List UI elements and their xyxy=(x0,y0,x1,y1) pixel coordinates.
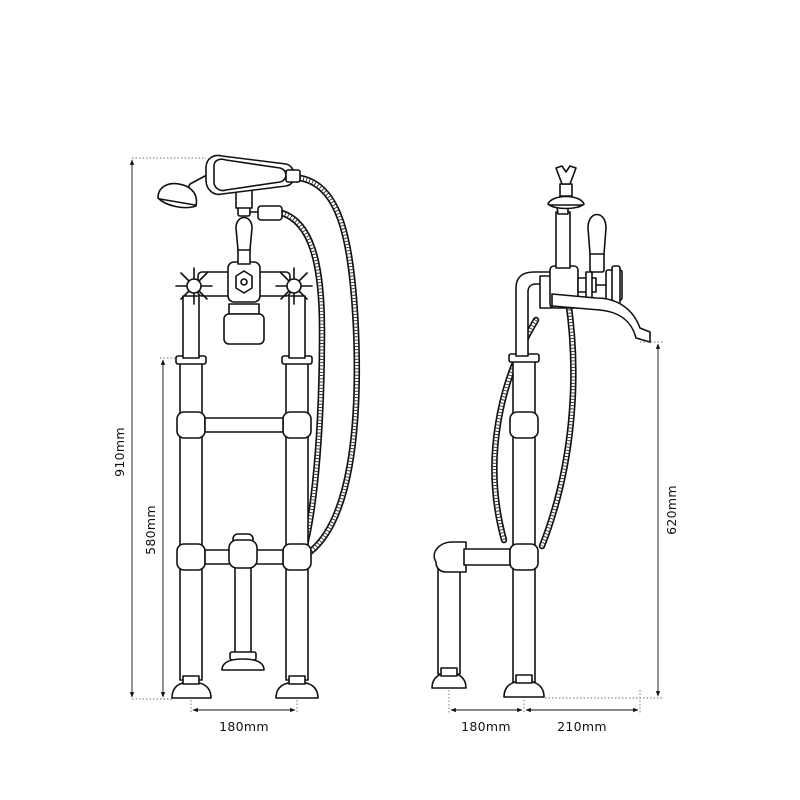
front-left-cross-handle-icon xyxy=(175,267,213,305)
front-stand-height-label: 580mm xyxy=(143,505,158,555)
side-spout-height-label: 620mm xyxy=(664,485,679,535)
side-main-stand xyxy=(503,353,545,698)
side-spout xyxy=(551,293,651,343)
front-leg-spacing-label: 180mm xyxy=(219,719,269,734)
front-overall-height-label: 910mm xyxy=(112,427,127,477)
side-spout-projection-dimension xyxy=(525,690,641,714)
front-diverter xyxy=(235,205,283,265)
front-view: 910mm 580mm 180mm xyxy=(112,154,361,734)
side-leg-spacing-dimension xyxy=(448,690,525,714)
front-overall-height-dimension xyxy=(129,157,206,700)
side-back-leg xyxy=(431,541,511,689)
front-left-leg xyxy=(171,355,212,699)
front-shower-handset xyxy=(157,154,301,209)
side-spout-height-dimension xyxy=(545,341,664,699)
side-leg-spacing-label: 180mm xyxy=(461,719,511,734)
front-leg-spacing-dimension xyxy=(190,700,298,714)
front-stand-height-dimension xyxy=(160,357,178,700)
side-diverter-lever xyxy=(587,213,607,273)
front-shower-hose xyxy=(278,174,361,556)
front-upper-crossbar xyxy=(204,417,284,433)
side-spout-projection-label: 210mm xyxy=(557,719,607,734)
front-valve-body xyxy=(197,261,291,345)
side-view: 620mm 180mm 210mm xyxy=(431,165,679,734)
side-shower-handset xyxy=(547,165,585,269)
front-center-support xyxy=(221,533,265,671)
front-right-cross-handle-icon xyxy=(275,267,313,305)
